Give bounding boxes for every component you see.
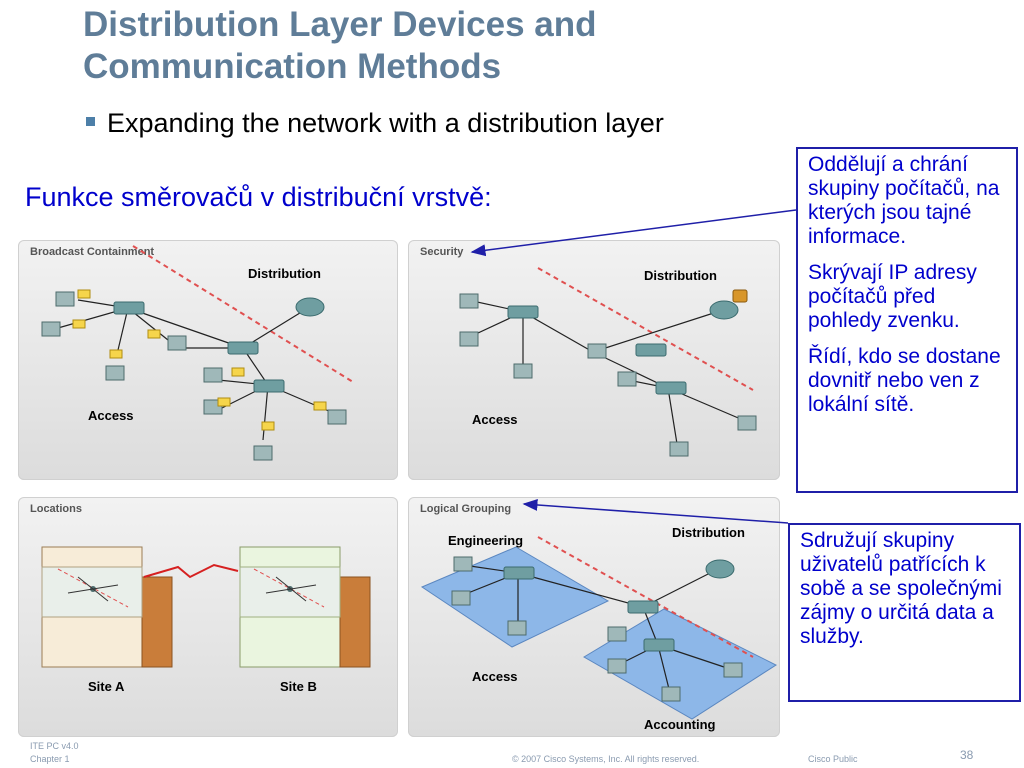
site-a-label: Site A [88, 679, 125, 694]
panel-label: Broadcast Containment [30, 246, 155, 258]
locations-diagram: Site A Site B [41, 546, 371, 694]
engineering-label: Engineering [448, 533, 523, 548]
distribution-label: Distribution [644, 268, 717, 283]
panel-security: Security Distribution Access [408, 240, 780, 480]
footer-chapter: Chapter 1 [30, 754, 70, 764]
bullet-square-icon [86, 117, 95, 127]
panel-broadcast-containment: Broadcast Containment Distrib [18, 240, 398, 480]
callout-security-line-2: Skrývají IP adresy počítačů před pohledy… [808, 261, 977, 332]
callout-grouping-text: Sdružují skupiny uživatelů patřících k s… [800, 529, 1002, 648]
panel-label: Security [420, 246, 464, 258]
security-diagram: Distribution Access [459, 267, 757, 457]
lock-icon [732, 289, 748, 303]
wan-link [143, 563, 239, 579]
site-b-label: Site B [280, 679, 317, 694]
broadcast-diagram: Distribution Access [41, 245, 354, 461]
site-a-building [41, 546, 173, 668]
access-label: Access [472, 412, 518, 427]
slide-title: Distribution Layer Devices and Communica… [83, 5, 597, 86]
panel-locations: Locations Site A Site B [18, 497, 398, 737]
footer-classification: Cisco Public [808, 754, 858, 764]
site-b-building [239, 546, 371, 668]
bullet-item: Expanding the network with a distributio… [86, 108, 664, 139]
panel-label: Logical Grouping [420, 503, 512, 515]
callout-security: Oddělují a chrání skupiny počítačů, na k… [796, 147, 1018, 493]
slide-subtitle: Funkce směrovačů v distribuční vrstvě: [25, 182, 492, 212]
panel-label: Locations [30, 503, 82, 515]
footer-copyright: © 2007 Cisco Systems, Inc. All rights re… [512, 754, 700, 764]
panel-logical-grouping: Logical Grouping Engineering Distributio… [408, 497, 780, 737]
distribution-label: Distribution [672, 525, 745, 540]
callout-grouping: Sdružují skupiny uživatelů patřících k s… [788, 523, 1021, 702]
callout-security-line-1: Oddělují a chrání skupiny počítačů, na k… [808, 153, 1000, 248]
bullet-text: Expanding the network with a distributio… [107, 108, 664, 138]
distribution-label: Distribution [248, 266, 321, 281]
access-label: Access [472, 669, 518, 684]
access-label: Access [88, 408, 134, 423]
footer-course: ITE PC v4.0 [30, 741, 79, 751]
accounting-label: Accounting [644, 717, 716, 732]
page-number: 38 [960, 748, 974, 762]
logical-grouping-diagram: Engineering Distribution Access Accounti… [420, 525, 778, 732]
callout-security-line-3: Řídí, kdo se dostane dovnitř nebo ven z … [808, 345, 1001, 416]
